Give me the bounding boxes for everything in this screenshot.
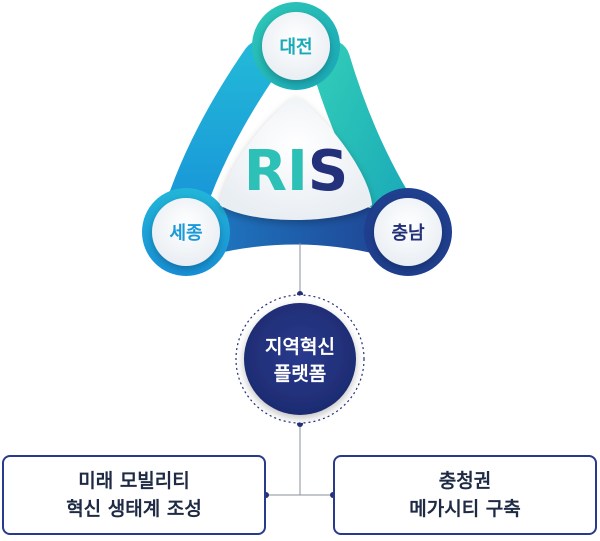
hub-platform: 지역혁신 플랫폼 <box>235 294 365 424</box>
connector-lines <box>266 243 333 496</box>
hub-label-line2: 플랫폼 <box>274 363 326 385</box>
outcome-right-line1: 충청권 <box>438 470 492 492</box>
ris-label-part1: RI <box>244 139 308 204</box>
node-right-label: 충남 <box>391 223 425 244</box>
hub-label-line1: 지역혁신 <box>265 336 335 358</box>
outcome-left-line2: 혁신 생태계 조성 <box>66 498 202 520</box>
node-right: 충남 <box>374 198 442 266</box>
ris-center-shape <box>220 96 372 220</box>
node-top: 대전 <box>262 12 330 80</box>
outcome-box-right: 충청권 메가시티 구축 <box>333 455 597 535</box>
outcome-left-line1: 미래 모빌리티 <box>78 470 190 492</box>
node-left: 세종 <box>152 198 220 266</box>
outcome-right-line2: 메가시티 구축 <box>409 498 521 520</box>
outcome-box-left: 미래 모빌리티 혁신 생태계 조성 <box>2 455 266 535</box>
ris-center-label: RIS <box>244 139 348 204</box>
ris-label-part2: S <box>308 139 348 204</box>
node-left-label: 세종 <box>169 223 202 244</box>
node-top-label: 대전 <box>279 37 312 58</box>
